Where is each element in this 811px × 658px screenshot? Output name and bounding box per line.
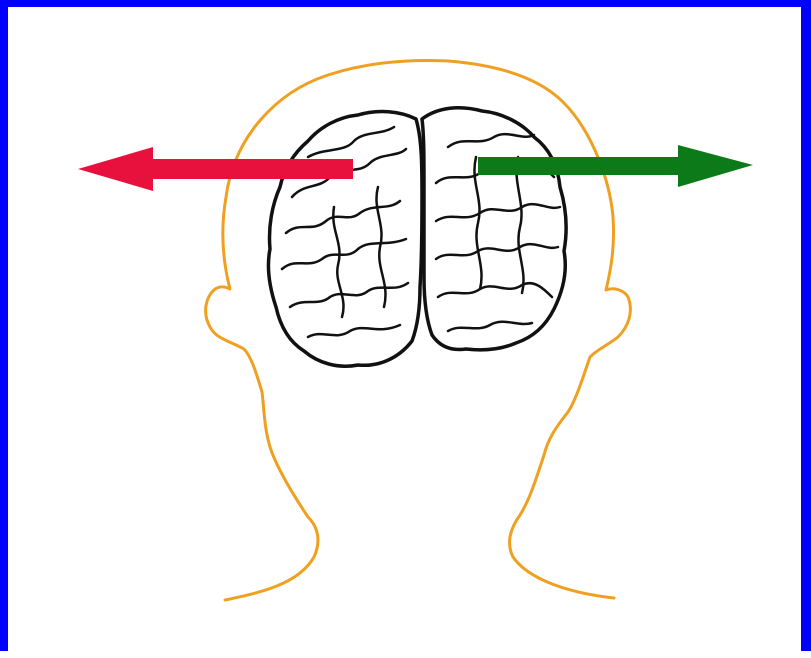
diagram-canvas	[8, 7, 811, 658]
brain-right-hemisphere	[422, 108, 566, 350]
brain-illustration	[268, 108, 566, 367]
head-outline	[206, 60, 631, 600]
brain-left-hemisphere	[268, 112, 422, 367]
left-arrow	[78, 147, 353, 191]
right-arrow	[478, 145, 753, 187]
